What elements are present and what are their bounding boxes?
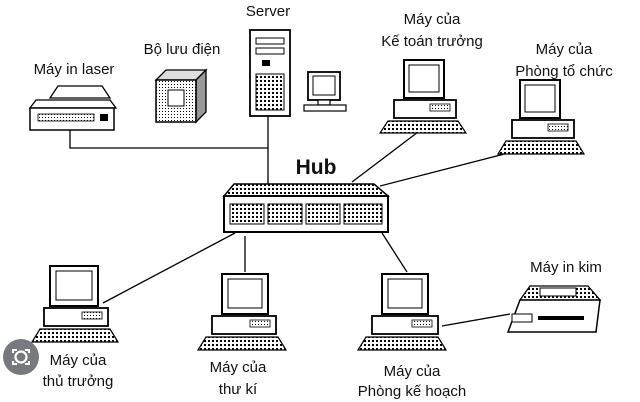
secretary-label-line1: Máy của (210, 359, 267, 376)
computer-org-dept (496, 79, 586, 155)
computer-accountant (378, 59, 468, 134)
computer-secretary (196, 273, 288, 351)
computer-head (30, 265, 120, 343)
hub-device (222, 183, 391, 233)
hub-label: Hub (296, 156, 337, 179)
planning-label-line1: Máy của (384, 363, 441, 380)
dot-printer-label: Máy in kim (530, 259, 602, 276)
laser-printer (28, 85, 118, 131)
line-laser-printer (69, 128, 268, 149)
connection-lines (69, 115, 513, 327)
org-dept-label-line2: Phòng tổ chức (515, 63, 613, 80)
org-dept-label-line1: Máy của (536, 41, 593, 58)
head-label-line2: thủ trưởng (43, 373, 114, 390)
labels: Server Bộ lưu điện Máy in laser Máy của … (34, 3, 614, 400)
line-dot-printer (441, 313, 511, 327)
line-accountant (351, 131, 419, 183)
secretary-label-line2: thư kí (219, 381, 258, 398)
lens-search-icon[interactable] (3, 339, 39, 375)
server (249, 29, 347, 117)
lens-glyph (12, 349, 30, 365)
line-head (102, 232, 236, 304)
planning-label-line2: Phòng kế hoạch (358, 383, 466, 400)
accountant-label-line2: Kế toán trưởng (381, 33, 483, 50)
ups-label: Bộ lưu điện (144, 41, 221, 58)
dot-matrix-printer (506, 285, 602, 333)
ups-box (154, 68, 208, 124)
computer-planning (356, 273, 448, 351)
accountant-label-line1: Máy của (404, 11, 461, 28)
server-label: Server (246, 3, 290, 20)
head-label-line1: Máy của (50, 352, 107, 369)
line-org-dept (379, 151, 513, 187)
line-planning (381, 232, 408, 273)
laser-printer-label: Máy in laser (34, 61, 115, 78)
